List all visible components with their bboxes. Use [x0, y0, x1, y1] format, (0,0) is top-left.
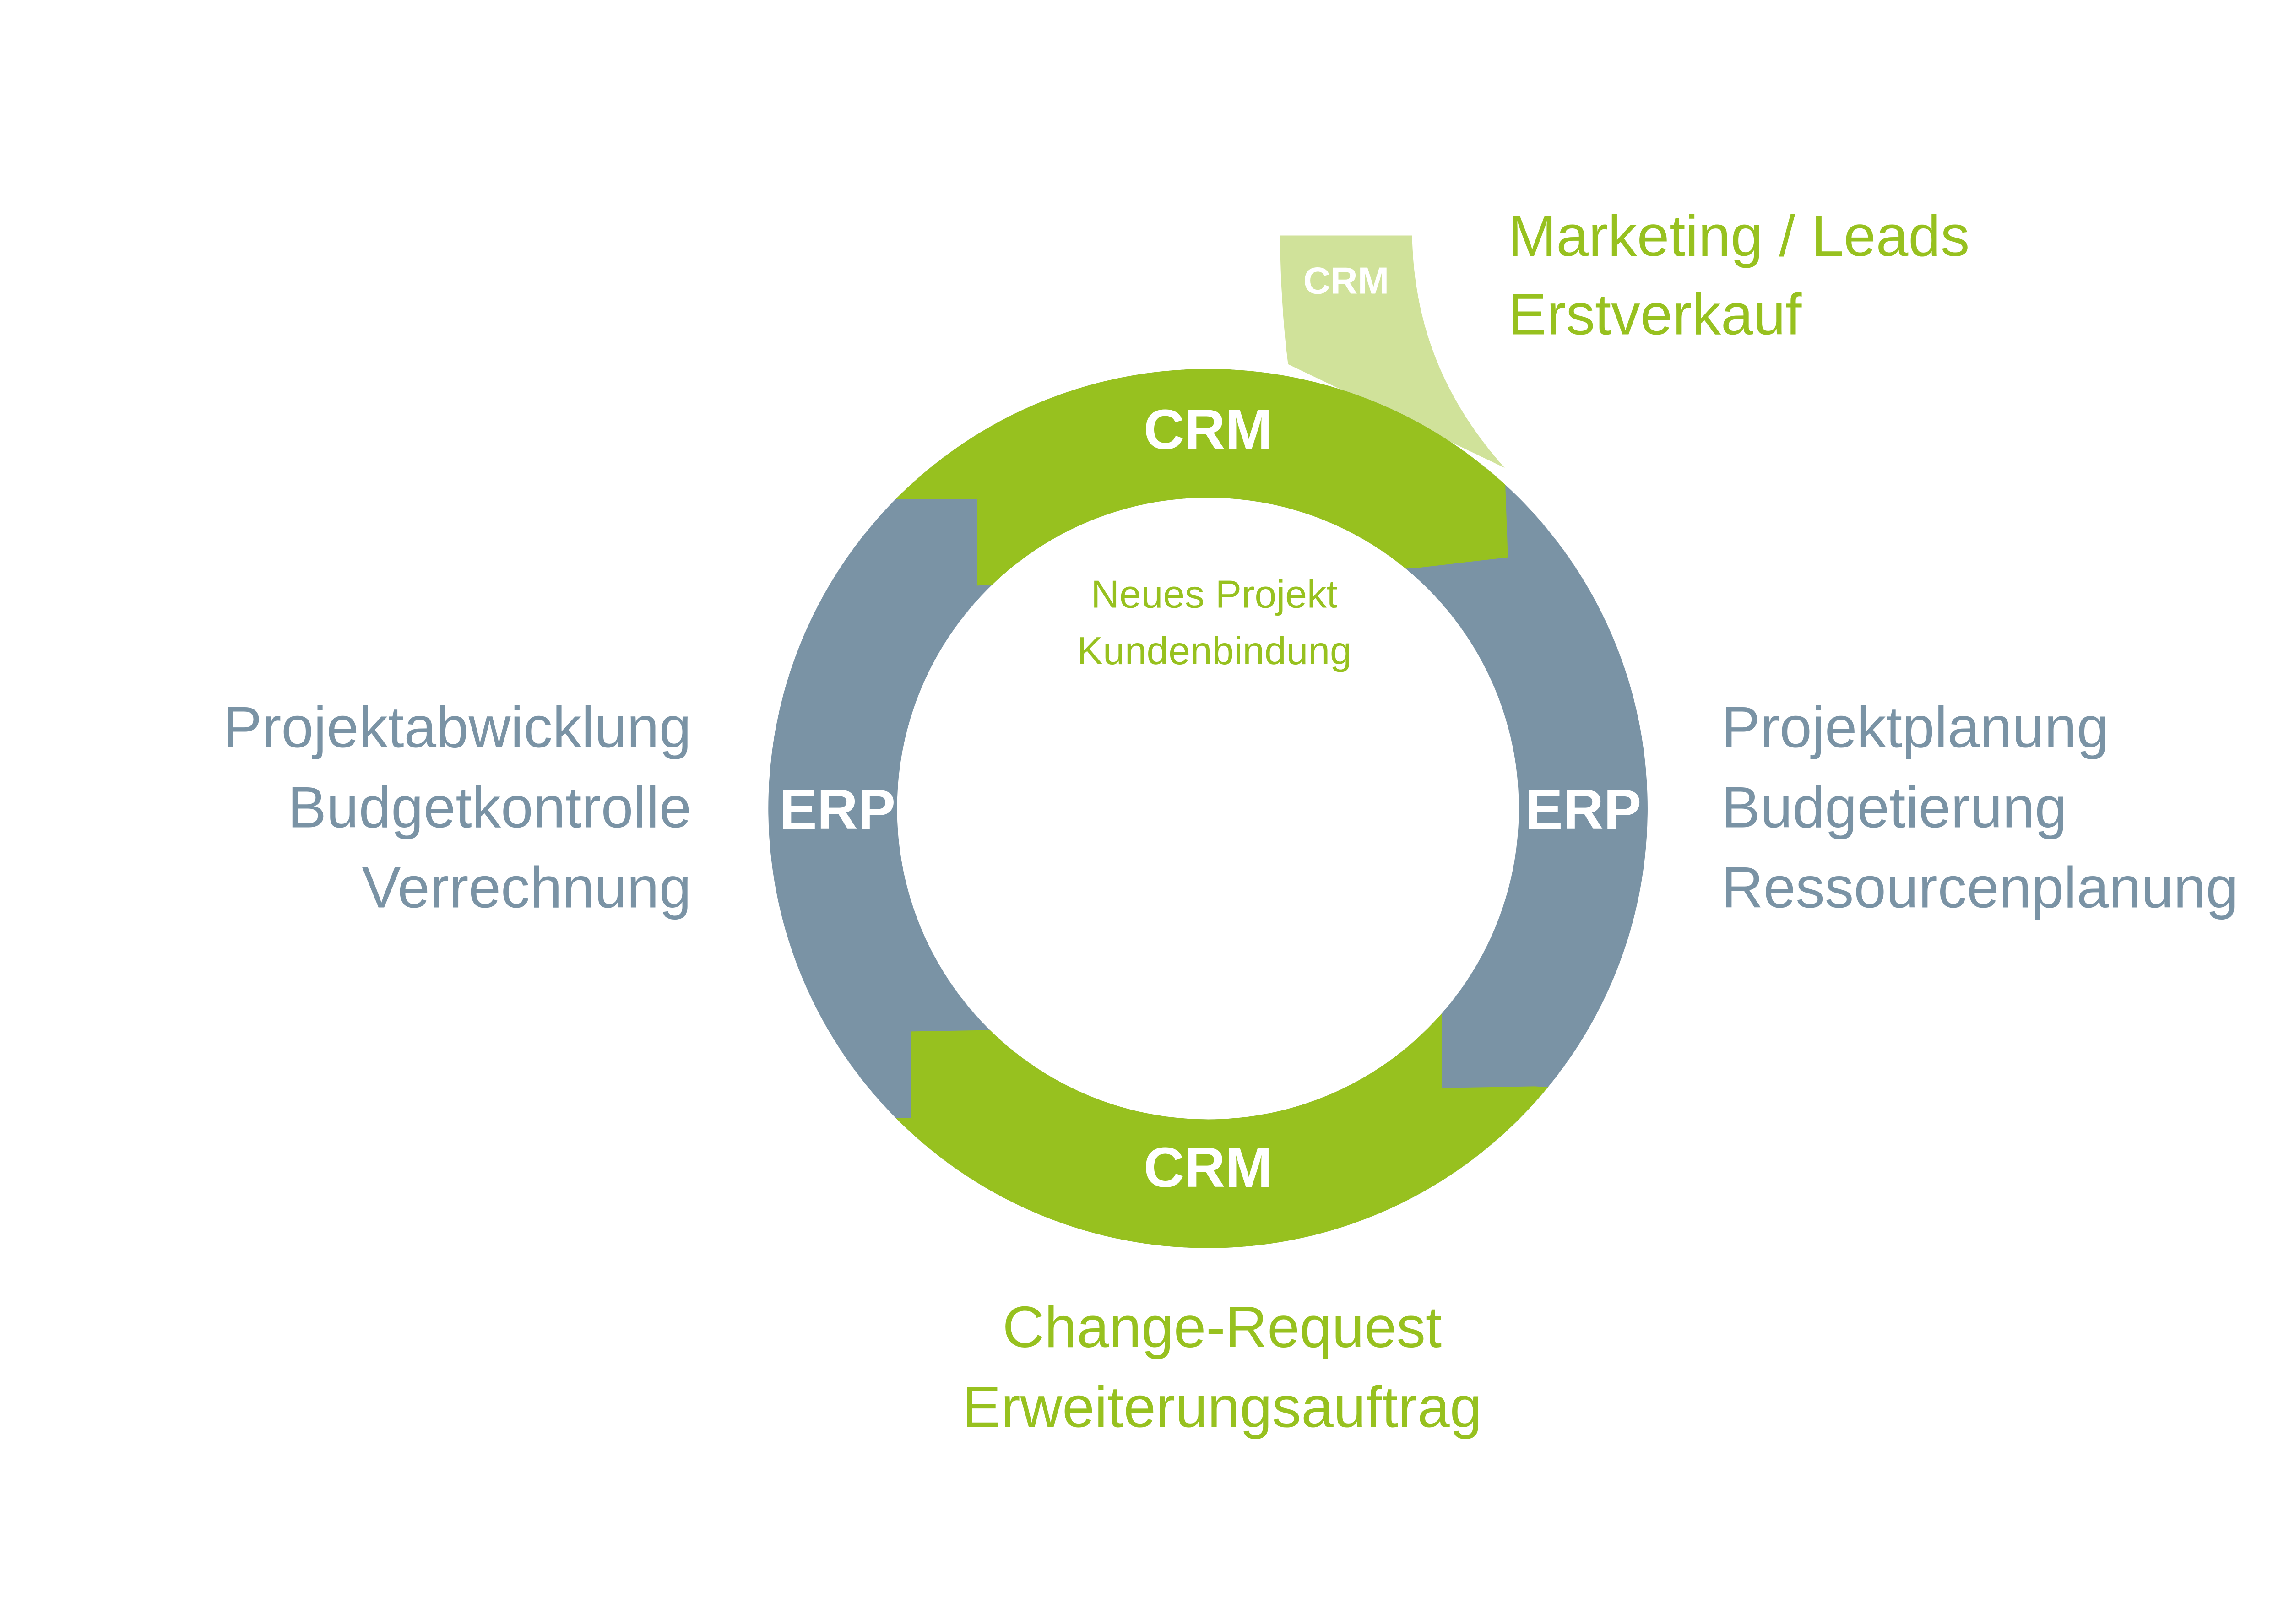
center-line-2: Kundenbindung: [1077, 629, 1352, 673]
verrechnung-label: Verrechnung: [362, 855, 692, 920]
crm-bottom-label: CRM: [1144, 1136, 1272, 1199]
crm-segment-bottom: [768, 1005, 1648, 1248]
erstverkauf-label: Erstverkauf: [1508, 282, 1802, 347]
ressourcenplanung-label: Ressourcenplanung: [1721, 855, 2238, 920]
erweiterungsauftrag-label: Erweiterungsauftrag: [962, 1375, 1482, 1440]
center-line-1: Neues Projekt: [1091, 572, 1338, 616]
erp-left-label: ERP: [779, 778, 895, 841]
crm-entry-label: CRM: [1303, 260, 1389, 302]
marketing-leads-label: Marketing / Leads: [1508, 203, 1970, 268]
projektplanung-label: Projektplanung: [1721, 695, 2109, 760]
crm-entry-band: [1280, 235, 1505, 468]
change-request-label: Change-Request: [1003, 1294, 1442, 1359]
budgetierung-label: Budgetierung: [1721, 775, 2067, 840]
projektabwicklung-label: Projektabwicklung: [223, 695, 692, 760]
budgetkontrolle-label: Budgetkontrolle: [287, 775, 691, 840]
erp-right-label: ERP: [1525, 778, 1641, 841]
crm-top-label: CRM: [1144, 398, 1272, 461]
